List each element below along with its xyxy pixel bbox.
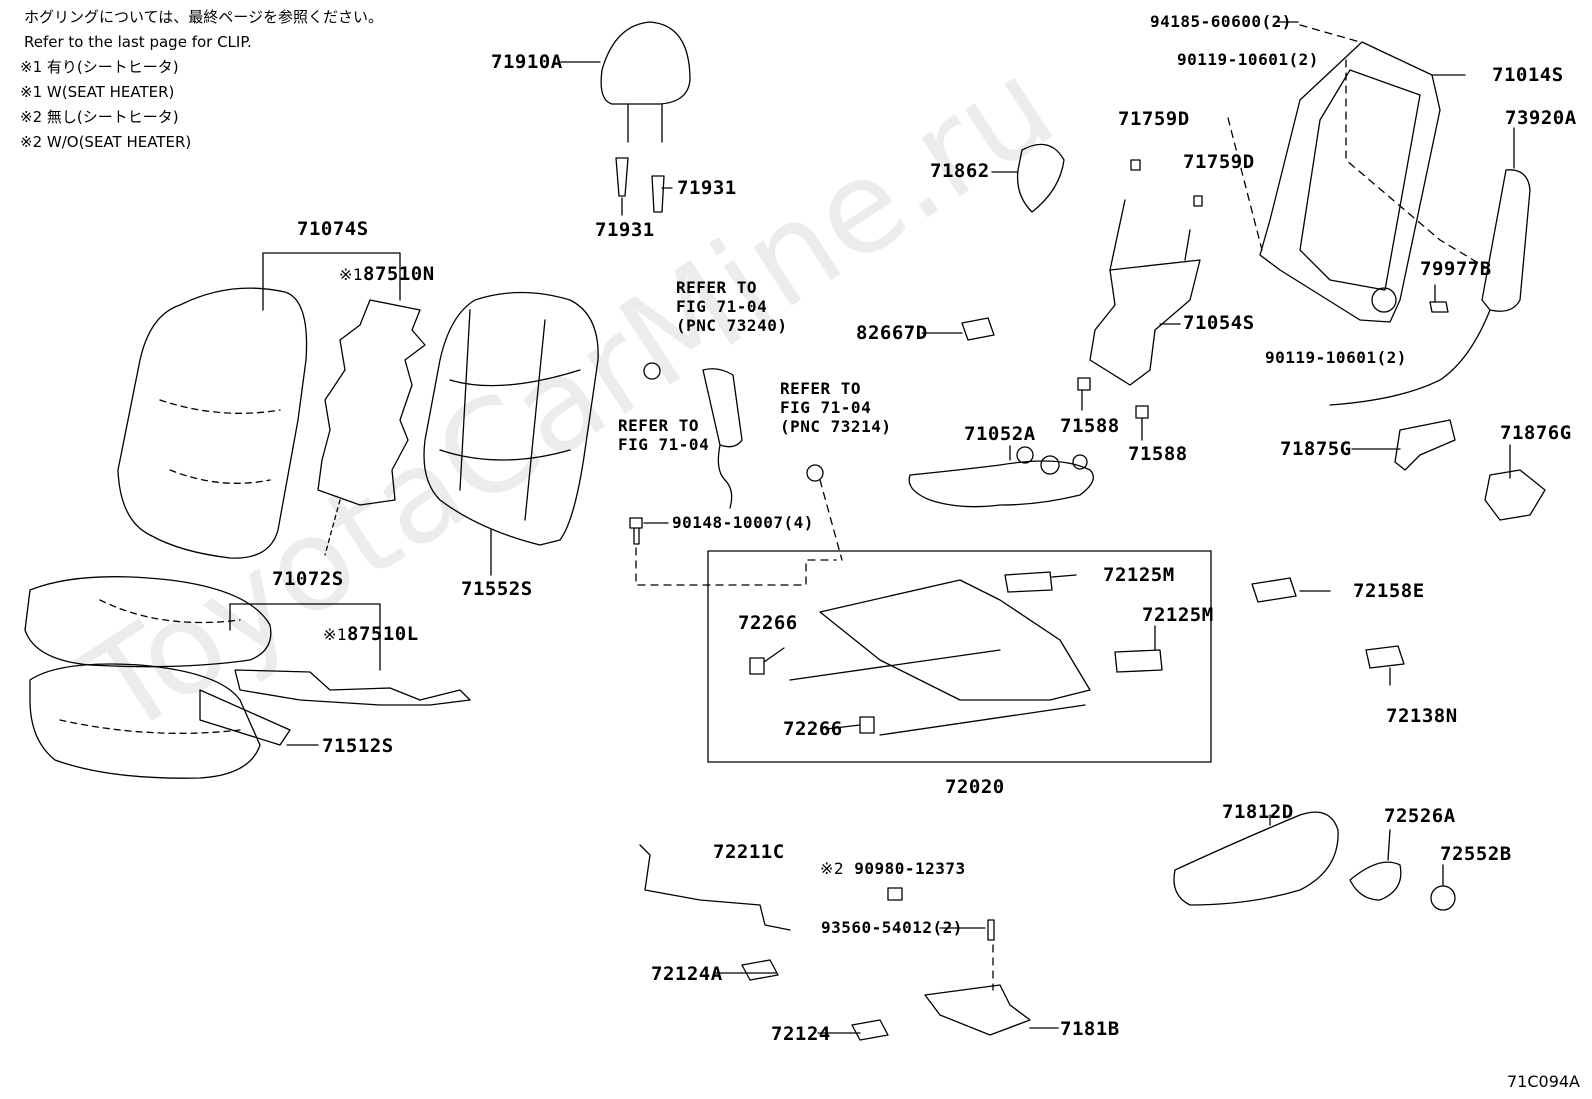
part-label-71876g[interactable]: 71876G — [1500, 422, 1572, 444]
cushion-heater-drawing — [199, 669, 471, 746]
part-label-71014s[interactable]: 71014S — [1492, 64, 1564, 86]
seat-adjuster-box — [707, 550, 1212, 763]
leader-lines — [229, 21, 1515, 1034]
part-label-72124[interactable]: 72124 — [771, 1023, 831, 1045]
part-label-72266[interactable]: 72266 — [738, 612, 798, 634]
diagram-code: 71C094A — [1506, 1072, 1580, 1091]
part-label-71072s[interactable]: 71072S — [272, 568, 344, 590]
seatback-pad-drawing — [423, 291, 599, 546]
seatback-frame-drawing — [1259, 41, 1441, 323]
knob-drawing — [1349, 861, 1456, 911]
part-label-71759d[interactable]: 71759D — [1183, 151, 1255, 173]
heater-mark: ※1 — [323, 625, 348, 644]
headrest-guide-drawing — [615, 157, 665, 213]
note-2-jp: ※2 無し(シートヒータ) — [20, 108, 179, 126]
seatback-cover-drawing — [117, 287, 308, 559]
recliner-covers-drawing — [1394, 419, 1546, 521]
side-shield-drawing — [1173, 811, 1339, 906]
part-label-72266[interactable]: 72266 — [783, 718, 843, 740]
dashed-lines — [635, 24, 1491, 991]
part-label-90980-12373[interactable]: ※2 90980-12373 — [820, 859, 966, 878]
part-label-71074s[interactable]: 71074S — [297, 218, 369, 240]
part-label-72552b[interactable]: 72552B — [1440, 843, 1512, 865]
part-label-71931[interactable]: 71931 — [595, 219, 655, 241]
part-label-71512s[interactable]: 71512S — [322, 735, 394, 757]
headrest-drawing — [600, 21, 691, 143]
hinge-covers-drawing — [741, 887, 995, 1041]
part-label-94185-60600[interactable]: 94185-60600(2) — [1150, 12, 1292, 31]
bracket-drawing — [924, 984, 1031, 1036]
part-label-72125m[interactable]: 72125M — [1142, 604, 1214, 626]
refer-callout-fig-71-04[interactable]: REFER TO FIG 71-04 — [618, 416, 710, 454]
note-1-en: ※1 W(SEAT HEATER) — [20, 83, 175, 101]
part-label-7181b[interactable]: 7181B — [1060, 1018, 1120, 1040]
part-label-87510n[interactable]: ※187510N — [339, 263, 435, 285]
part-label-79977b[interactable]: 79977B — [1420, 258, 1492, 280]
refer-callout-pnc-73240[interactable]: REFER TO FIG 71-04 (PNC 73240) — [676, 278, 788, 335]
lumbar-support-drawing — [961, 159, 1203, 419]
wire-harness-drawing — [908, 446, 1094, 508]
buckle-drawing — [643, 362, 824, 509]
note-clip-en: Refer to the last page for CLIP. — [24, 33, 252, 51]
part-label-71875g[interactable]: 71875G — [1280, 438, 1352, 460]
part-label-73920a[interactable]: 73920A — [1505, 107, 1577, 129]
side-cover-drawing — [1016, 143, 1065, 213]
part-label-72211c[interactable]: 72211C — [713, 841, 785, 863]
part-label-90119-10601[interactable]: 90119-10601(2) — [1265, 348, 1407, 367]
part-label-71910a[interactable]: 71910A — [491, 51, 563, 73]
part-label-71552s[interactable]: 71552S — [461, 578, 533, 600]
note-1-jp: ※1 有り(シートヒータ) — [20, 58, 179, 76]
part-label-72158e[interactable]: 72158E — [1353, 580, 1425, 602]
part-label-82667d[interactable]: 82667D — [856, 322, 928, 344]
part-label-72020[interactable]: 72020 — [945, 776, 1005, 798]
part-label-71054s[interactable]: 71054S — [1183, 312, 1255, 334]
heater-mark: ※1 — [339, 265, 364, 284]
part-label-93560-54012[interactable]: 93560-54012(2) — [821, 918, 963, 937]
part-label-71931[interactable]: 71931 — [677, 177, 737, 199]
refer-callout-pnc-73214[interactable]: REFER TO FIG 71-04 (PNC 73214) — [780, 379, 892, 436]
rod-drawing — [639, 844, 791, 931]
part-label-72526a[interactable]: 72526A — [1384, 805, 1456, 827]
part-label-90119-10601[interactable]: 90119-10601(2) — [1177, 50, 1319, 69]
cushion-cover-drawing — [24, 576, 272, 779]
no-heater-mark: ※2 — [820, 859, 845, 878]
part-label-71588[interactable]: 71588 — [1128, 443, 1188, 465]
part-label-87510l[interactable]: ※187510L — [323, 623, 419, 645]
bolt-drawing — [629, 517, 643, 545]
part-label-72138n[interactable]: 72138N — [1386, 705, 1458, 727]
note-hog-ring-jp: ホグリングについては、最終ページを参照ください。 — [24, 8, 383, 26]
small-covers-drawing — [1251, 577, 1405, 669]
seatback-heater-drawing — [317, 299, 426, 556]
part-label-72125m[interactable]: 72125M — [1103, 564, 1175, 586]
part-label-90148-10007[interactable]: 90148-10007(4) — [672, 513, 814, 532]
part-label-72124a[interactable]: 72124A — [651, 963, 723, 985]
note-2-en: ※2 W/O(SEAT HEATER) — [20, 133, 192, 151]
part-label-71052a[interactable]: 71052A — [964, 423, 1036, 445]
part-label-71812d[interactable]: 71812D — [1222, 801, 1294, 823]
part-label-71588[interactable]: 71588 — [1060, 415, 1120, 437]
part-label-71862[interactable]: 71862 — [930, 160, 990, 182]
part-label-71759d[interactable]: 71759D — [1118, 108, 1190, 130]
side-airbag-drawing — [1329, 169, 1531, 406]
